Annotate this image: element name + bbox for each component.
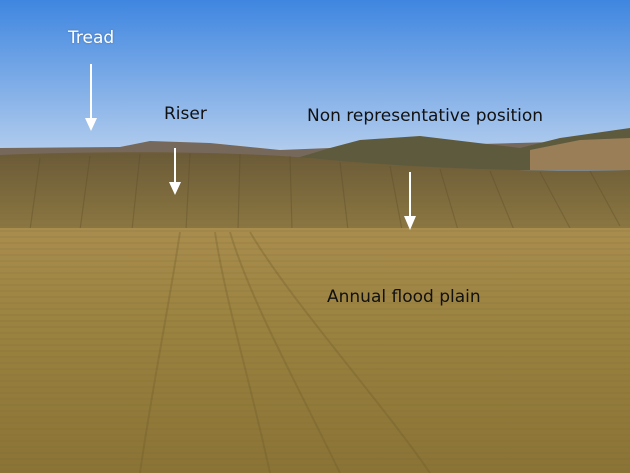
terrace-riser-texture [0,152,630,232]
tread-arrow [85,64,97,131]
non-representative-label: Non representative position [307,106,544,126]
riser-arrow [169,148,181,195]
sky [0,0,630,160]
non-representative-arrow [404,172,416,230]
far-field [530,138,630,170]
slope-furrows [29,152,621,231]
field-texture [0,228,630,473]
flood-plain-label: Annual flood plain [327,287,481,307]
tread-label: Tread [68,28,115,48]
riser-label: Riser [164,104,207,124]
field-tracks [139,231,431,473]
